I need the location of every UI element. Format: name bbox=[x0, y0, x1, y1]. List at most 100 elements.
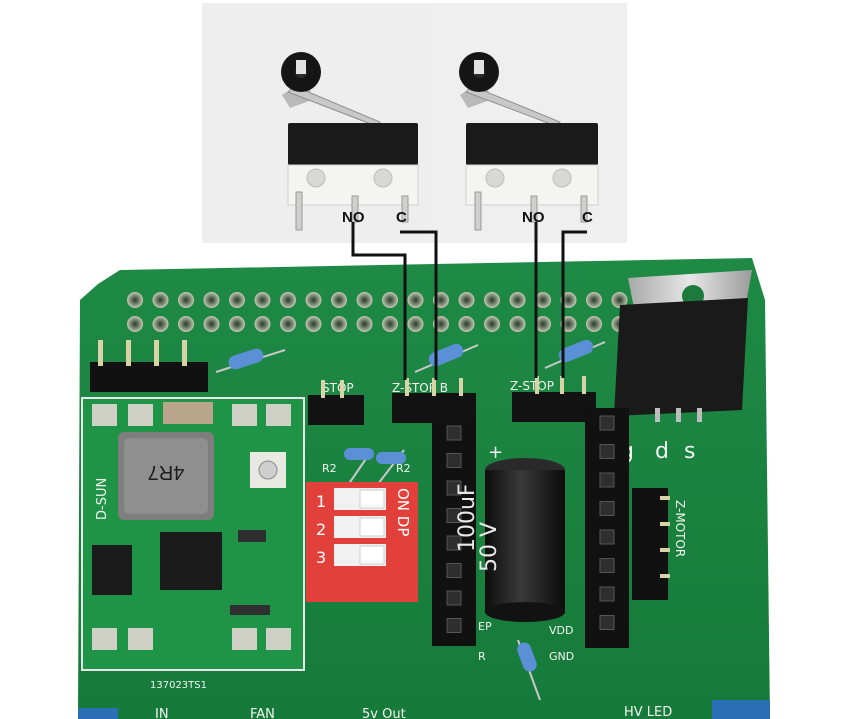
switch-body-text-right: TIAIPUN bbox=[492, 131, 535, 143]
label-no-left: NO bbox=[342, 209, 365, 226]
dip-number-3: 3 bbox=[316, 548, 326, 567]
module-ic bbox=[160, 532, 222, 590]
gpio-hole bbox=[407, 316, 424, 332]
socket-hole bbox=[599, 501, 615, 516]
dip-on-text: ON DP bbox=[394, 488, 412, 536]
label-fan: FAN bbox=[250, 707, 275, 719]
label-gnd: GND bbox=[549, 650, 574, 663]
gpio-hole bbox=[535, 292, 551, 308]
resistor-label-a: R2 bbox=[322, 462, 337, 475]
gpio-hole bbox=[407, 292, 424, 308]
dip-switch: 1 2 3 ON DP bbox=[306, 482, 418, 602]
gpio-hole bbox=[484, 316, 500, 332]
label-in: IN bbox=[155, 707, 169, 719]
resistor-r1 bbox=[215, 348, 286, 373]
resistor-label-b: R2 bbox=[396, 462, 411, 475]
module-brand: D-SUN bbox=[95, 478, 110, 520]
socket-hole bbox=[599, 472, 615, 488]
label-ep: EP bbox=[478, 620, 492, 633]
socket-hole bbox=[446, 563, 462, 578]
gpio-hole bbox=[305, 316, 322, 332]
gpio-hole bbox=[458, 316, 475, 332]
socket-hole bbox=[446, 590, 462, 606]
gpio-hole bbox=[331, 292, 347, 308]
gpio-hole bbox=[229, 316, 245, 332]
socket-hole bbox=[599, 529, 615, 545]
gpio-hole bbox=[586, 292, 602, 308]
label-z-stop-b: Z-STOP B bbox=[392, 381, 448, 395]
socket-hole bbox=[599, 444, 615, 459]
pin-header-z-motor bbox=[632, 488, 670, 600]
switch-body-left bbox=[288, 123, 418, 165]
gpio-hole bbox=[203, 316, 220, 332]
gpio-hole bbox=[382, 316, 398, 332]
dip-number-1: 1 bbox=[316, 492, 326, 511]
gpio-hole bbox=[280, 316, 296, 332]
gpio-hole bbox=[254, 292, 271, 308]
microswitch-right: TIAIPUN NO C bbox=[459, 52, 599, 231]
capacitor-value: 100uF bbox=[455, 483, 480, 552]
socket-hole bbox=[599, 558, 615, 573]
gpio-hole bbox=[127, 292, 143, 308]
pin-header-left bbox=[90, 340, 208, 392]
gpio-hole bbox=[178, 292, 194, 308]
label-c-right: C bbox=[582, 209, 593, 226]
gpio-hole bbox=[305, 292, 322, 308]
label-z-motor: Z-MOTOR bbox=[673, 500, 687, 557]
resistor-r4 bbox=[544, 339, 606, 369]
gpio-hole bbox=[484, 292, 500, 308]
inductor-text: 4R7 bbox=[148, 461, 185, 483]
wires bbox=[351, 222, 587, 380]
gpio-hole bbox=[280, 292, 296, 308]
gpio-hole bbox=[586, 316, 602, 332]
gpio-hole bbox=[203, 292, 220, 308]
gpio-hole bbox=[509, 316, 526, 332]
capacitor: 100uF 50 V bbox=[455, 458, 565, 622]
pin-label-s: s bbox=[684, 439, 695, 464]
label-r: R bbox=[478, 650, 486, 663]
gpio-hole bbox=[509, 292, 526, 308]
resistor-bottom bbox=[517, 639, 541, 701]
pin-header-stop-left bbox=[308, 380, 364, 425]
capacitor-voltage: 50 V bbox=[477, 522, 502, 572]
gpio-hole bbox=[229, 292, 245, 308]
capacitor-polarity: + bbox=[488, 442, 503, 463]
socket-hole bbox=[446, 480, 462, 496]
driver-socket-right bbox=[585, 408, 629, 648]
gpio-hole bbox=[254, 316, 271, 332]
switch-body-right bbox=[466, 123, 598, 165]
socket-hole bbox=[446, 508, 462, 523]
gpio-hole bbox=[611, 292, 628, 308]
socket-hole bbox=[446, 453, 462, 468]
mosfet: IRFZ44N bbox=[614, 270, 752, 422]
gpio-hole bbox=[152, 316, 169, 332]
gpio-hole bbox=[458, 292, 475, 308]
gpio-hole bbox=[356, 292, 373, 308]
resistor-r2a bbox=[344, 448, 374, 489]
socket-hole bbox=[599, 615, 615, 630]
pin-header-z-stop bbox=[512, 376, 596, 422]
socket-hole bbox=[446, 618, 462, 633]
terminal-block-left bbox=[78, 708, 118, 719]
wire-c-right bbox=[561, 230, 587, 378]
driver-socket-left bbox=[432, 418, 476, 646]
module-serial: 137023TS1 bbox=[150, 680, 207, 691]
label-hv-led: HV LED bbox=[624, 705, 672, 719]
terminal-block-right bbox=[712, 700, 770, 719]
gpio-hole bbox=[535, 316, 551, 332]
resistor-r2b bbox=[374, 449, 406, 489]
pin-label-d: d bbox=[655, 439, 669, 464]
socket-hole bbox=[446, 535, 462, 551]
gpio-hole bbox=[127, 316, 143, 332]
label-c-left: C bbox=[396, 209, 407, 226]
dip-number-2: 2 bbox=[316, 520, 326, 539]
microswitch-left: TIAIPUN NO C bbox=[281, 52, 419, 231]
gpio-hole bbox=[356, 316, 373, 332]
label-5v-out: 5v Out bbox=[362, 707, 406, 719]
label-stop-left: STOP bbox=[322, 381, 354, 395]
label-z-stop: Z-STOP bbox=[510, 379, 554, 393]
gpio-hole bbox=[382, 292, 398, 308]
gpio-hole bbox=[178, 316, 194, 332]
